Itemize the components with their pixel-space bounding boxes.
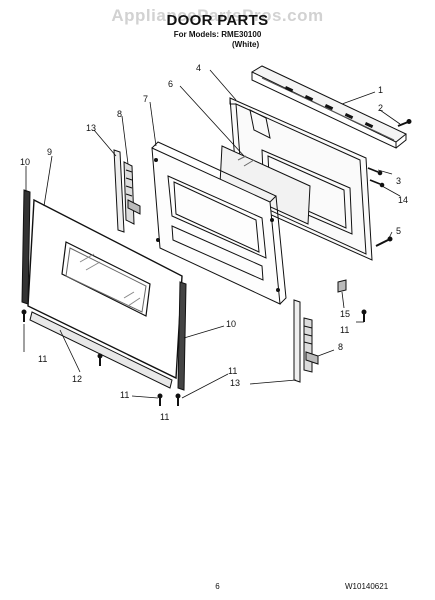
color-line: (White) [232,40,260,49]
callout-4: 4 [196,63,201,73]
watermark: AppliancePartsPros.com [111,6,324,25]
clip-15 [337,279,347,293]
side-trim-left [21,189,31,305]
callout-13-lower: 13 [230,378,240,388]
hinge-receptacle-upper [113,149,125,233]
inner-glass [219,145,311,225]
callout-15: 15 [340,309,350,319]
screw-2 [397,119,412,127]
outer-door-panel [27,198,183,380]
callout-6: 6 [168,79,173,89]
callout-2: 2 [378,103,383,113]
hinge-receptacle-lower [293,299,301,383]
leader-lines [23,69,401,399]
callout-14: 14 [398,195,408,205]
door-hinge-upper [123,161,141,225]
door-liner-frame [151,141,287,305]
callout-8-upper: 8 [117,109,122,119]
callout-1: 1 [378,85,383,95]
page-number: 6 [215,582,220,591]
door-hinge-lower [303,317,319,373]
callout-11-e: 11 [160,412,169,422]
models-line: For Models: RME30100 [173,30,262,39]
callout-11-d: 11 [340,325,349,335]
callout-5: 5 [396,226,401,236]
callout-3: 3 [396,176,401,186]
page-title: DOOR PARTS [166,12,269,29]
callout-10-right: 10 [226,319,236,329]
side-trim-right [177,281,187,391]
screw-5 [375,236,393,247]
bottom-trim [29,311,173,389]
callout-13-upper: 13 [86,123,96,133]
callout-11-c: 11 [228,366,237,376]
door-trim-vent [250,65,407,149]
callout-12: 12 [72,374,82,384]
callout-11-a: 11 [38,354,47,364]
screw-11 [21,309,367,406]
callout-11-b: 11 [120,390,129,400]
screw-14 [369,179,385,188]
callout-8-lower: 8 [338,342,343,352]
document-code: W10140621 [345,582,389,591]
callout-9: 9 [47,147,52,157]
callout-7: 7 [143,94,148,104]
callout-10-left: 10 [20,157,30,167]
screw-3 [367,167,383,176]
